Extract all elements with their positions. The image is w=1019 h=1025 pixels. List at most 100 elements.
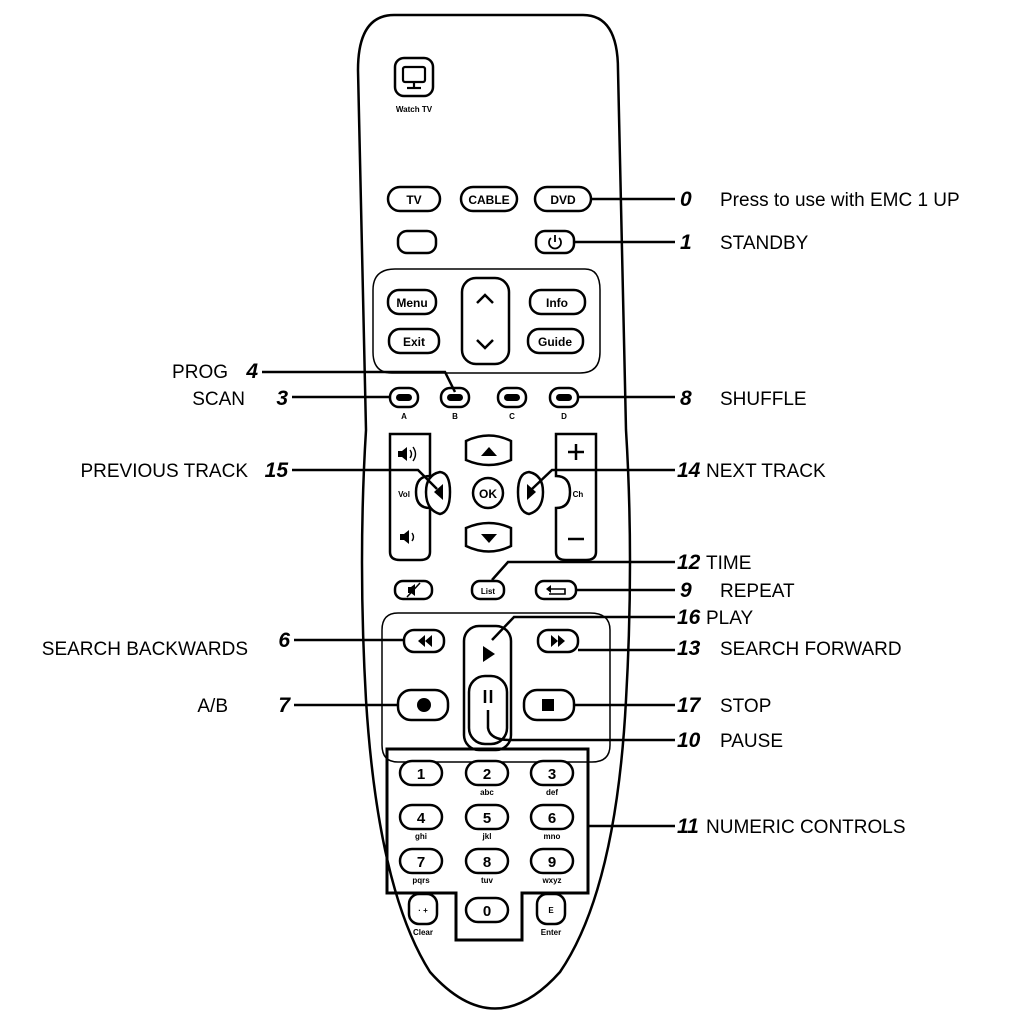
mute-icon [406, 582, 421, 598]
fast-forward-button[interactable] [536, 628, 580, 654]
callout-1-number: 1 [680, 231, 692, 254]
callout-7-number: 7 [278, 694, 291, 717]
triangle-left-icon [434, 484, 443, 500]
callout-17-number: 17 [677, 694, 702, 717]
stop-icon [542, 699, 554, 711]
callout-11-number: 11 [677, 815, 699, 838]
callout-16-text: PLAY [706, 608, 754, 629]
key-4-digit: 4 [417, 810, 426, 827]
numeric-key-8[interactable]: 8 [464, 847, 510, 875]
right-arrow-button[interactable] [516, 470, 545, 516]
color-key-c[interactable]: C [496, 386, 528, 421]
callout-line-4 [262, 370, 457, 393]
list-button[interactable]: List [470, 579, 506, 601]
play-icon [483, 646, 495, 662]
watch-tv-label: Watch TV [396, 105, 433, 114]
key-8-letters: tuv [481, 876, 494, 885]
standby-button[interactable] [534, 229, 576, 255]
dvd-button[interactable]: DVD [533, 185, 593, 213]
exit-button[interactable]: Exit [387, 327, 441, 355]
guide-button[interactable]: Guide [526, 327, 585, 355]
rewind-icon [418, 635, 432, 647]
callout-0-number: 0 [680, 188, 692, 211]
key-6-letters: mno [544, 832, 561, 841]
clear-button[interactable]: · + [407, 892, 439, 926]
numeric-key-7[interactable]: 7 [398, 847, 444, 875]
power-icon [548, 235, 562, 250]
callout-15-text: PREVIOUS TRACK [80, 461, 248, 482]
numeric-key-4[interactable]: 4 [398, 803, 444, 831]
play-pause-button[interactable] [462, 624, 513, 752]
volume-rocker[interactable]: Vol [388, 432, 432, 562]
callout-line-15 [292, 468, 438, 490]
stop-button[interactable] [522, 688, 576, 722]
cable-button[interactable]: CABLE [459, 185, 519, 213]
menu-button[interactable]: Menu [386, 288, 438, 316]
callout-7-text: A/B [197, 696, 228, 717]
up-down-rocker[interactable] [460, 276, 511, 366]
color-key-b[interactable]: B [439, 386, 471, 421]
ch-label: Ch [573, 490, 584, 499]
callout-13-number: 13 [677, 637, 701, 660]
key-8-digit: 8 [483, 854, 491, 871]
numeric-key-9[interactable]: 9 [529, 847, 575, 875]
numeric-key-0[interactable]: 0 [464, 896, 510, 924]
key-7-letters: pqrs [412, 876, 430, 885]
numeric-key-5[interactable]: 5 [464, 803, 510, 831]
enter-symbol: E [548, 906, 554, 915]
chevron-up-icon [476, 293, 494, 304]
color-key-d-label: D [561, 412, 567, 421]
clear-label: Clear [413, 928, 433, 937]
enter-button[interactable]: E [535, 892, 567, 926]
callout-4-number: 4 [245, 360, 258, 383]
color-key-a[interactable]: A [388, 386, 420, 421]
callout-0-text: Press to use with EMC 1 UP [720, 190, 960, 211]
fast-forward-icon [551, 635, 565, 647]
triangle-down-icon [481, 534, 497, 543]
callout-line-10 [486, 710, 675, 742]
tv-button[interactable]: TV [386, 185, 442, 213]
up-arrow-button[interactable] [464, 434, 513, 467]
key-6-digit: 6 [548, 810, 556, 827]
callout-3-number: 3 [276, 387, 288, 410]
volume-down-icon [400, 530, 415, 544]
exit-label: Exit [403, 335, 425, 349]
callout-17-text: STOP [720, 696, 771, 717]
info-label: Info [546, 296, 568, 310]
back-arrow-icon [546, 585, 566, 595]
nav-cluster-frame [372, 268, 601, 374]
dvd-label: DVD [550, 193, 576, 207]
watch-tv-button[interactable] [393, 56, 435, 98]
record-button[interactable] [396, 688, 450, 722]
channel-rocker[interactable]: Ch [554, 432, 598, 562]
down-arrow-button[interactable] [464, 521, 513, 553]
callout-12-number: 12 [677, 551, 701, 574]
callout-8-number: 8 [680, 387, 692, 410]
callout-6-text: SEARCH BACKWARDS [42, 639, 248, 660]
key-7-digit: 7 [417, 854, 425, 871]
color-key-a-label: A [401, 412, 407, 421]
callout-14-text: NEXT TRACK [706, 461, 826, 482]
chevron-down-icon [476, 339, 494, 350]
numeric-key-3[interactable]: 3 [529, 759, 575, 787]
numeric-key-2[interactable]: 2 [464, 759, 510, 787]
left-arrow-button[interactable] [424, 470, 452, 516]
callout-12-text: TIME [706, 553, 751, 574]
rewind-button[interactable] [402, 628, 446, 654]
ok-label: OK [479, 487, 497, 501]
callout-9-text: REPEAT [720, 581, 795, 602]
mute-button[interactable] [393, 579, 434, 601]
numeric-key-1[interactable]: 1 [398, 759, 444, 787]
guide-label: Guide [538, 335, 572, 349]
numeric-key-6[interactable]: 6 [529, 803, 575, 831]
plus-icon [568, 444, 584, 460]
triangle-up-icon [481, 447, 497, 456]
callout-4-text: PROG [172, 362, 228, 383]
info-button[interactable]: Info [528, 288, 587, 316]
key-5-digit: 5 [483, 810, 491, 827]
blank-button[interactable] [396, 229, 438, 255]
back-button[interactable] [534, 579, 578, 601]
key-3-letters: def [546, 788, 558, 797]
ok-button[interactable]: OK [471, 476, 505, 510]
